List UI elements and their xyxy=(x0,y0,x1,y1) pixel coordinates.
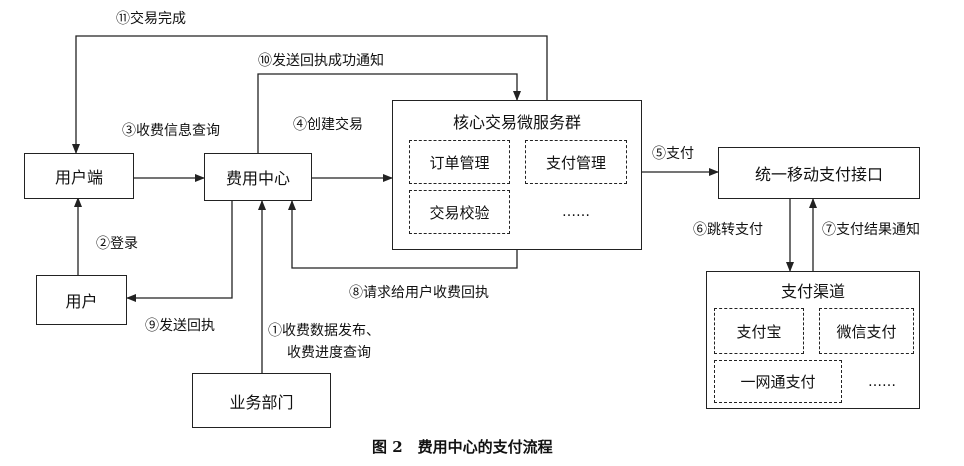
edge-11-label: ⑪交易完成 xyxy=(116,11,186,27)
edge-9-send-receipt xyxy=(126,201,233,302)
edge-6-label: ⑥跳转支付 xyxy=(693,222,763,238)
edge-7-label: ⑦支付结果通知 xyxy=(822,222,920,238)
node-trade-verify: 交易校验 xyxy=(409,190,510,234)
edge-4-label: ④创建交易 xyxy=(293,117,363,133)
node-payment-mgmt: 支付管理 xyxy=(525,140,627,184)
edge-1-label-line2: 收费进度查询 xyxy=(287,345,371,361)
node-core-group-title: 核心交易微服务群 xyxy=(452,113,581,132)
edge-10-receipt-success xyxy=(257,73,521,153)
edge-2-label: ②登录 xyxy=(96,236,138,252)
node-user: 用户 xyxy=(36,275,127,325)
node-user-client-label: 用户端 xyxy=(54,168,103,187)
edge-10-label: ⑩发送回执成功通知 xyxy=(258,53,384,69)
node-user-label: 用户 xyxy=(65,292,98,311)
node-fee-center: 费用中心 xyxy=(204,153,312,201)
edge-5-label: ⑤支付 xyxy=(652,146,694,162)
node-yiwangtong: 一网通支付 xyxy=(714,360,842,403)
node-pay-channels-title: 支付渠道 xyxy=(780,282,845,301)
edge-11-trade-complete xyxy=(72,35,548,154)
edge-1-label-line1: ①收费数据发布、 xyxy=(268,323,380,339)
node-wechat-pay: 微信支付 xyxy=(819,308,914,354)
figure-caption: 图 2 费用中心的支付流程 xyxy=(372,438,553,456)
node-alipay: 支付宝 xyxy=(714,308,804,354)
edge-8-receipt-request xyxy=(288,200,518,269)
node-user-client: 用户端 xyxy=(24,153,134,199)
edge-9-label: ⑨发送回执 xyxy=(145,318,215,334)
node-mobile-pay-api-label: 统一移动支付接口 xyxy=(754,165,883,184)
node-mobile-pay-api: 统一移动支付接口 xyxy=(718,147,920,199)
node-business-dept-label: 业务部门 xyxy=(229,392,294,412)
node-business-dept: 业务部门 xyxy=(192,373,331,428)
edge-8-label: ⑧请求给用户收费回执 xyxy=(349,285,489,301)
node-order-mgmt: 订单管理 xyxy=(409,140,510,184)
node-core-more: …… xyxy=(562,204,590,220)
node-fee-center-label: 费用中心 xyxy=(225,169,290,188)
edge-3-label: ③收费信息查询 xyxy=(122,123,220,139)
node-channel-more: …… xyxy=(868,374,896,390)
